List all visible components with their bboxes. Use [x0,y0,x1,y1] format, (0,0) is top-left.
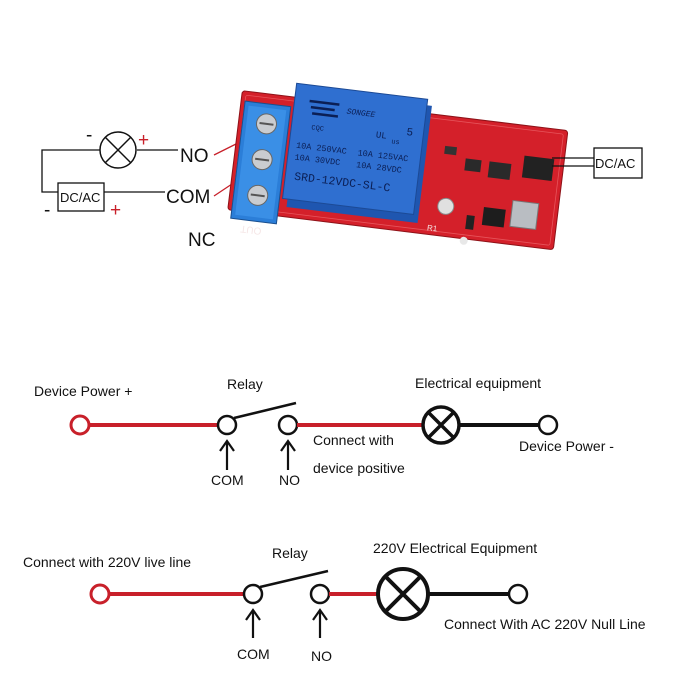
dc-com-label: COM [211,472,244,488]
terminal-com-label: COM [166,187,210,208]
dc-terminal-power-minus [537,414,559,436]
ac-terminal-live [89,583,111,605]
solder-pad [459,236,468,245]
ac-no-contact [309,583,331,605]
ac-equipment-label: 220V Electrical Equipment [373,540,537,556]
transistor [464,158,482,173]
right-wiring [552,157,594,167]
screw-terminal-block [230,100,292,225]
dc-load-lamp-icon [421,405,461,445]
dc-com-arrow-icon [219,439,235,470]
terminal-no-label: NO [180,146,209,167]
header-pins [521,155,555,182]
board-r1-print: R1 [426,223,438,233]
dc-terminal-power-plus [69,414,91,436]
dc-no-arrow-icon [280,439,296,470]
ac-no-label: NO [311,648,332,664]
ac-relay-label: Relay [272,545,308,561]
ac-com-contact [242,583,264,605]
ic-chip [481,207,506,228]
mount-hole [437,197,455,215]
ac-com-arrow-icon [245,608,261,638]
lamp-plus-sign: + [138,130,149,151]
trimmer-pot [509,199,540,231]
songee-logo-icon [309,99,340,118]
dc-relay-switch-arm [233,401,297,420]
dc-com-contact [216,414,238,436]
relay-cert-ul: UL [375,130,387,141]
left-wiring [41,149,178,193]
ac-null-line-label: Connect With AC 220V Null Line [444,616,646,632]
regulator [487,161,512,180]
ac-wiring-diagram: Connect with 220V live line Relay 220V E… [23,540,646,664]
ac-terminal-null [507,583,529,605]
lamp-minus-sign: - [86,125,92,146]
source-right-label: DC/AC [595,156,635,171]
relay-module-diagram: - + DC/AC - + NO COM NC [41,82,643,251]
source-plus-sign: + [110,200,121,221]
ac-load-lamp-icon [376,567,430,621]
relay-brand: SONGEE [346,108,376,120]
dc-no-contact [277,414,299,436]
relay-body: SONGEE CQC UL us 5 10A 250VAC 10A 125VAC… [281,82,432,224]
source-left-label: DC/AC [60,190,100,205]
relay-cert-cqc: CQC [311,124,324,133]
dc-wiring-diagram: Device Power + Relay Electrical equipmen… [34,375,614,488]
pcb-board: SONGEE CQC UL us 5 10A 250VAC 10A 125VAC… [227,82,569,250]
ac-com-label: COM [237,646,270,662]
source-minus-sign: - [44,200,50,221]
relay-cert-us: us [391,138,400,147]
dc-device-power-minus-label: Device Power - [519,438,614,454]
dc-relay-label: Relay [227,376,263,392]
lamp-icon [99,131,137,169]
relay-code: 5 [406,127,414,140]
source-right-box [593,147,643,179]
terminal-nc-label: NC [188,230,215,251]
dc-connect-label-line1: Connect with [313,432,394,448]
dc-connect-label-line2: device positive [313,460,405,476]
source-left-box [57,182,105,212]
ac-no-arrow-icon [312,608,328,638]
smd-led [444,145,458,156]
dc-device-power-plus-label: Device Power + [34,383,132,399]
ac-relay-switch-arm [259,569,329,589]
dc-no-label: NO [279,472,300,488]
board-out-print: OUT [240,223,262,236]
ac-live-label: Connect with 220V live line [23,554,191,570]
dc-equipment-label: Electrical equipment [415,375,541,391]
smd-part [465,214,475,230]
